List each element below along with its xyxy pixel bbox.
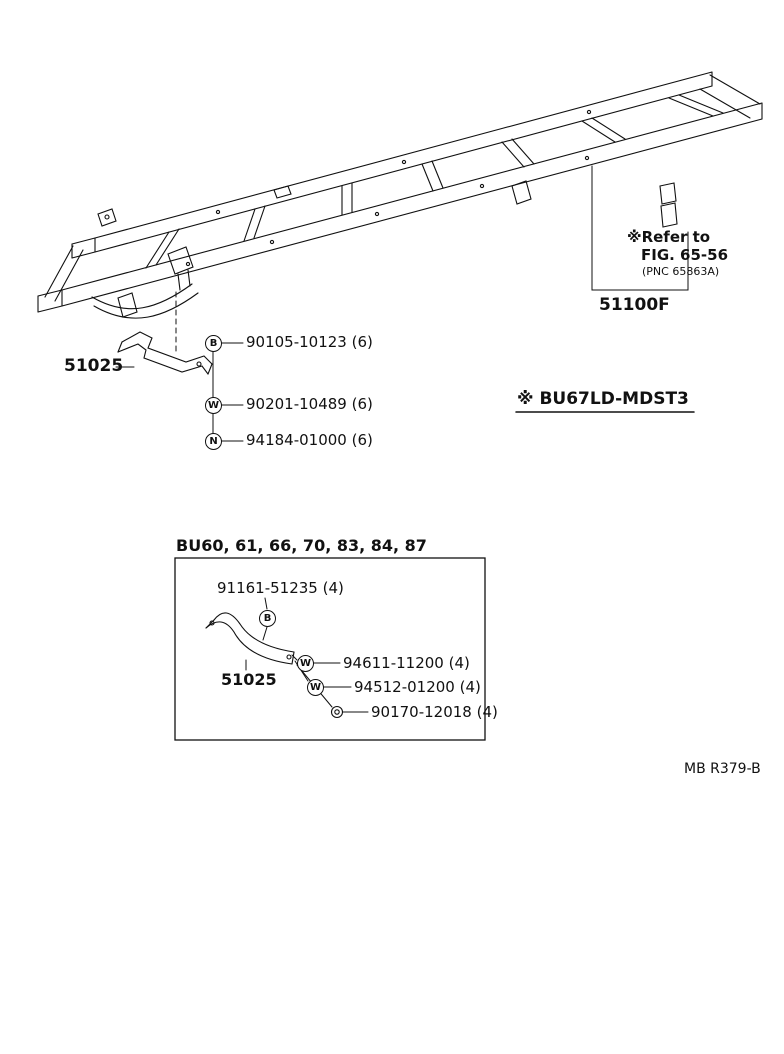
bracket-51025-drawing (117, 331, 213, 375)
inset-part-number-washer1: 94611-11200 (4) (343, 654, 470, 672)
inset-callout-symbol-washer1: W (297, 655, 314, 672)
part-label-51025-main: 51025 (64, 356, 124, 376)
inset-callout-symbol-washer2: W (307, 679, 324, 696)
callout-symbol-bolt: B (205, 335, 222, 352)
inset-bracket-drawing (205, 612, 295, 665)
part-label-51100f: 51100F (599, 295, 670, 315)
part-number-bolt: 90105-10123 (6) (246, 333, 373, 351)
refer-note-line2: FIG. 65-56 (641, 246, 729, 264)
main-callout-leaders (115, 342, 244, 442)
refer-part-drawing (659, 182, 678, 228)
part-label-51025-inset: 51025 (221, 670, 277, 689)
inset-part-number-bolt: 91161-51235 (4) (217, 579, 344, 597)
inset-title: BU60, 61, 66, 70, 83, 84, 87 (176, 536, 427, 555)
refer-note-pnc: (PNC 65863A) (642, 265, 720, 278)
inset-callout-symbol-bolt: B (259, 610, 276, 627)
part-number-washer: 90201-10489 (6) (246, 395, 373, 413)
frame-label-leader (591, 165, 689, 291)
refer-note-line1: ※Refer to (627, 228, 711, 246)
frame-drawing (37, 71, 763, 319)
nut-icon (330, 705, 344, 719)
inset-part-number-washer2: 94512-01200 (4) (354, 678, 481, 696)
model-note: ※ BU67LD-MDST3 (517, 389, 689, 409)
callout-symbol-nut: N (205, 433, 222, 450)
callout-symbol-washer: W (205, 397, 222, 414)
inset-part-number-nut: 90170-12018 (4) (371, 703, 498, 721)
part-number-nut: 94184-01000 (6) (246, 431, 373, 449)
inset-box (174, 557, 486, 741)
drawing-code: MB R379-B (684, 761, 761, 777)
